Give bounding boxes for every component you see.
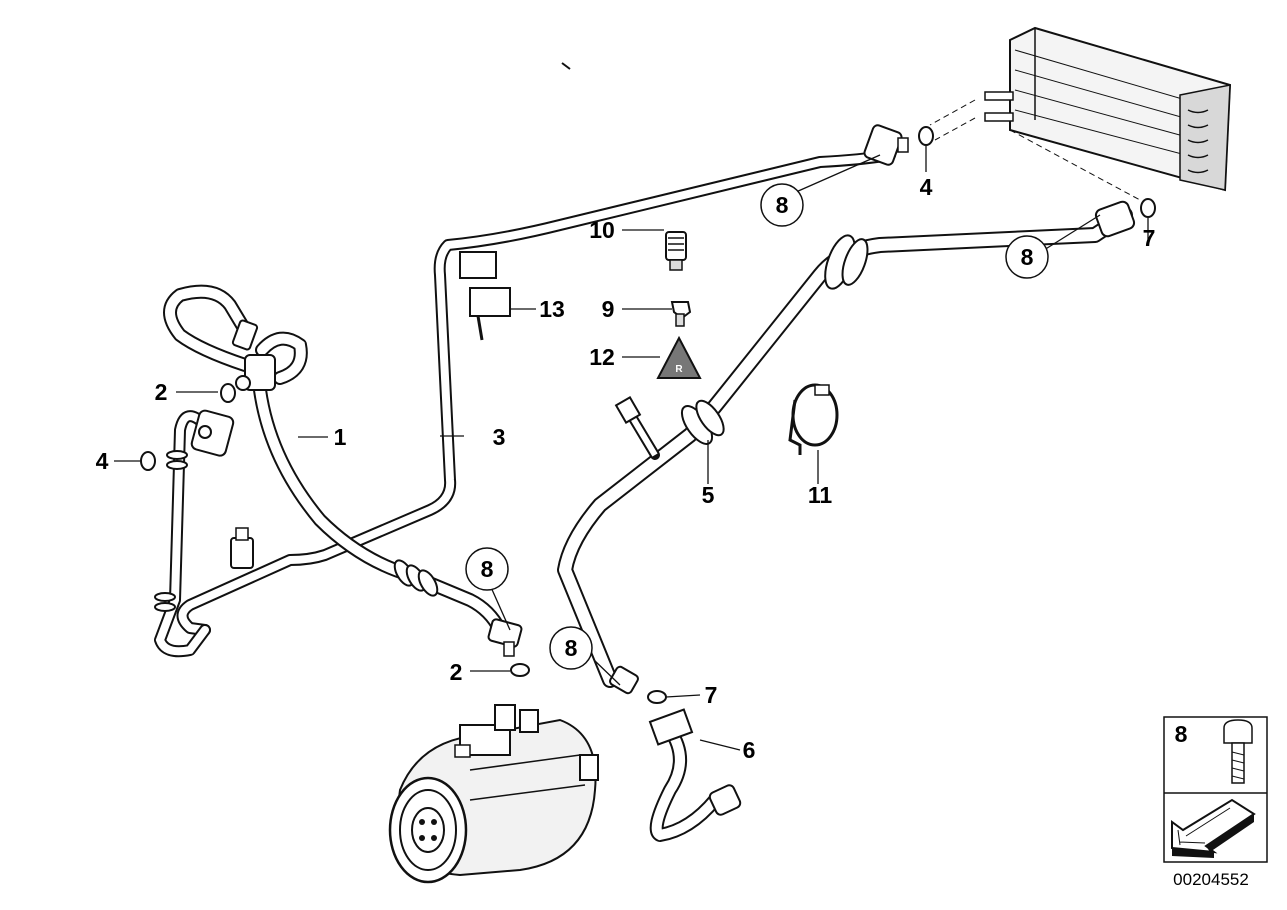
callout-1: 1 <box>334 424 347 450</box>
diagram-code: 00204552 <box>1173 870 1249 889</box>
callout-circle-8-right <box>1005 235 1049 279</box>
o-ring-7-bottom <box>647 690 667 704</box>
callout-13: 13 <box>539 296 565 322</box>
legend-box: 8 <box>1163 716 1268 863</box>
pressure-switch-icon <box>665 231 687 271</box>
compressor-icon <box>388 704 599 884</box>
svg-text:R: R <box>675 364 683 375</box>
clamp-icon <box>788 383 839 455</box>
hose-5 <box>557 200 1136 695</box>
callout-12: 12 <box>589 344 615 370</box>
bolt-icon <box>1223 719 1253 784</box>
callout-8-top: 8 <box>776 192 789 218</box>
warning-triangle-icon: R <box>656 335 702 379</box>
o-ring-4-top <box>918 126 934 146</box>
o-ring-4-left <box>140 451 156 471</box>
valve-icon <box>670 301 692 327</box>
callout-7-top: 7 <box>1143 225 1156 251</box>
evaporator-icon <box>984 26 1232 192</box>
hose-3-end <box>154 409 235 658</box>
callout-3: 3 <box>493 424 506 450</box>
hose-1 <box>253 383 523 657</box>
direction-arrow-icon <box>1171 798 1256 858</box>
callout-4-left: 4 <box>96 448 109 474</box>
leader-lines <box>114 146 1149 751</box>
callout-2-top: 2 <box>155 379 168 405</box>
o-ring-2-bottom <box>510 663 530 677</box>
callout-8-mid: 8 <box>481 556 494 582</box>
callout-8-bottom: 8 <box>565 635 578 661</box>
pipe-6 <box>648 708 742 842</box>
hose-3 <box>176 124 909 636</box>
callout-7-bottom: 7 <box>705 682 718 708</box>
callout-5: 5 <box>702 482 715 508</box>
o-ring-2-top <box>220 383 236 403</box>
callout-4-top: 4 <box>920 174 933 200</box>
hose-1-fitting <box>163 284 308 569</box>
callout-2-bottom: 2 <box>450 659 463 685</box>
callout-11: 11 <box>808 482 833 508</box>
callout-circle-8-top <box>760 183 804 227</box>
o-ring-7-top <box>1140 198 1156 218</box>
callout-circle-8-mid <box>465 547 509 591</box>
callout-circle-8-bottom <box>549 626 593 670</box>
callout-6: 6 <box>743 737 756 763</box>
callout-8-right: 8 <box>1021 244 1034 270</box>
legend-bolt-number: 8 <box>1175 721 1188 747</box>
bracket-icon <box>459 251 511 341</box>
callout-10: 10 <box>589 217 615 243</box>
callout-9: 9 <box>602 296 615 322</box>
